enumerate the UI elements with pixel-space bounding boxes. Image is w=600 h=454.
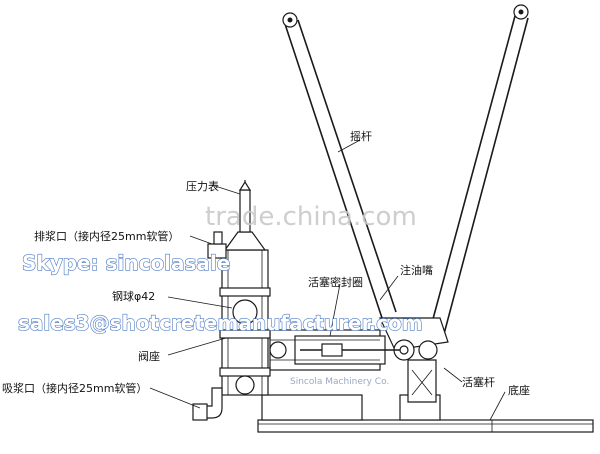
watermark-site: trade.china.com: [205, 202, 417, 232]
label-base: 底座: [508, 383, 530, 397]
rocker-handle-right: [429, 4, 529, 335]
watermark-email: sales3@shotcretemanufacturer.com: [18, 311, 423, 335]
discharge-outlet: [207, 231, 227, 259]
leader-lines: [149, 139, 506, 421]
label-suction: 吸浆口（接内径25mm软管）: [2, 381, 147, 395]
label-oil-nozzle: 注油嘴: [400, 263, 433, 277]
piston-cylinder: [269, 329, 400, 371]
rocker-handle-left: [282, 12, 397, 319]
label-valve-seat: 阀座: [138, 349, 160, 363]
label-pressure-gauge: 压力表: [186, 179, 219, 193]
pump-body: [219, 249, 287, 396]
watermark-company: Sincola Machinery Co.: [290, 377, 389, 387]
pressure-gauge: [223, 180, 267, 251]
label-rocker: 摇杆: [350, 129, 372, 143]
label-piston-seal: 活塞密封圈: [308, 275, 363, 289]
suction-inlet: [192, 387, 223, 421]
label-piston-rod: 活塞杆: [462, 375, 495, 389]
label-discharge: 排浆口（接内径25mm软管）: [34, 229, 179, 243]
lever-bracket: [379, 317, 449, 403]
label-steel-ball: 钢球φ42: [112, 289, 155, 303]
watermark-skype: Skype: sincolasale: [22, 251, 230, 275]
base-plate: [257, 394, 594, 433]
